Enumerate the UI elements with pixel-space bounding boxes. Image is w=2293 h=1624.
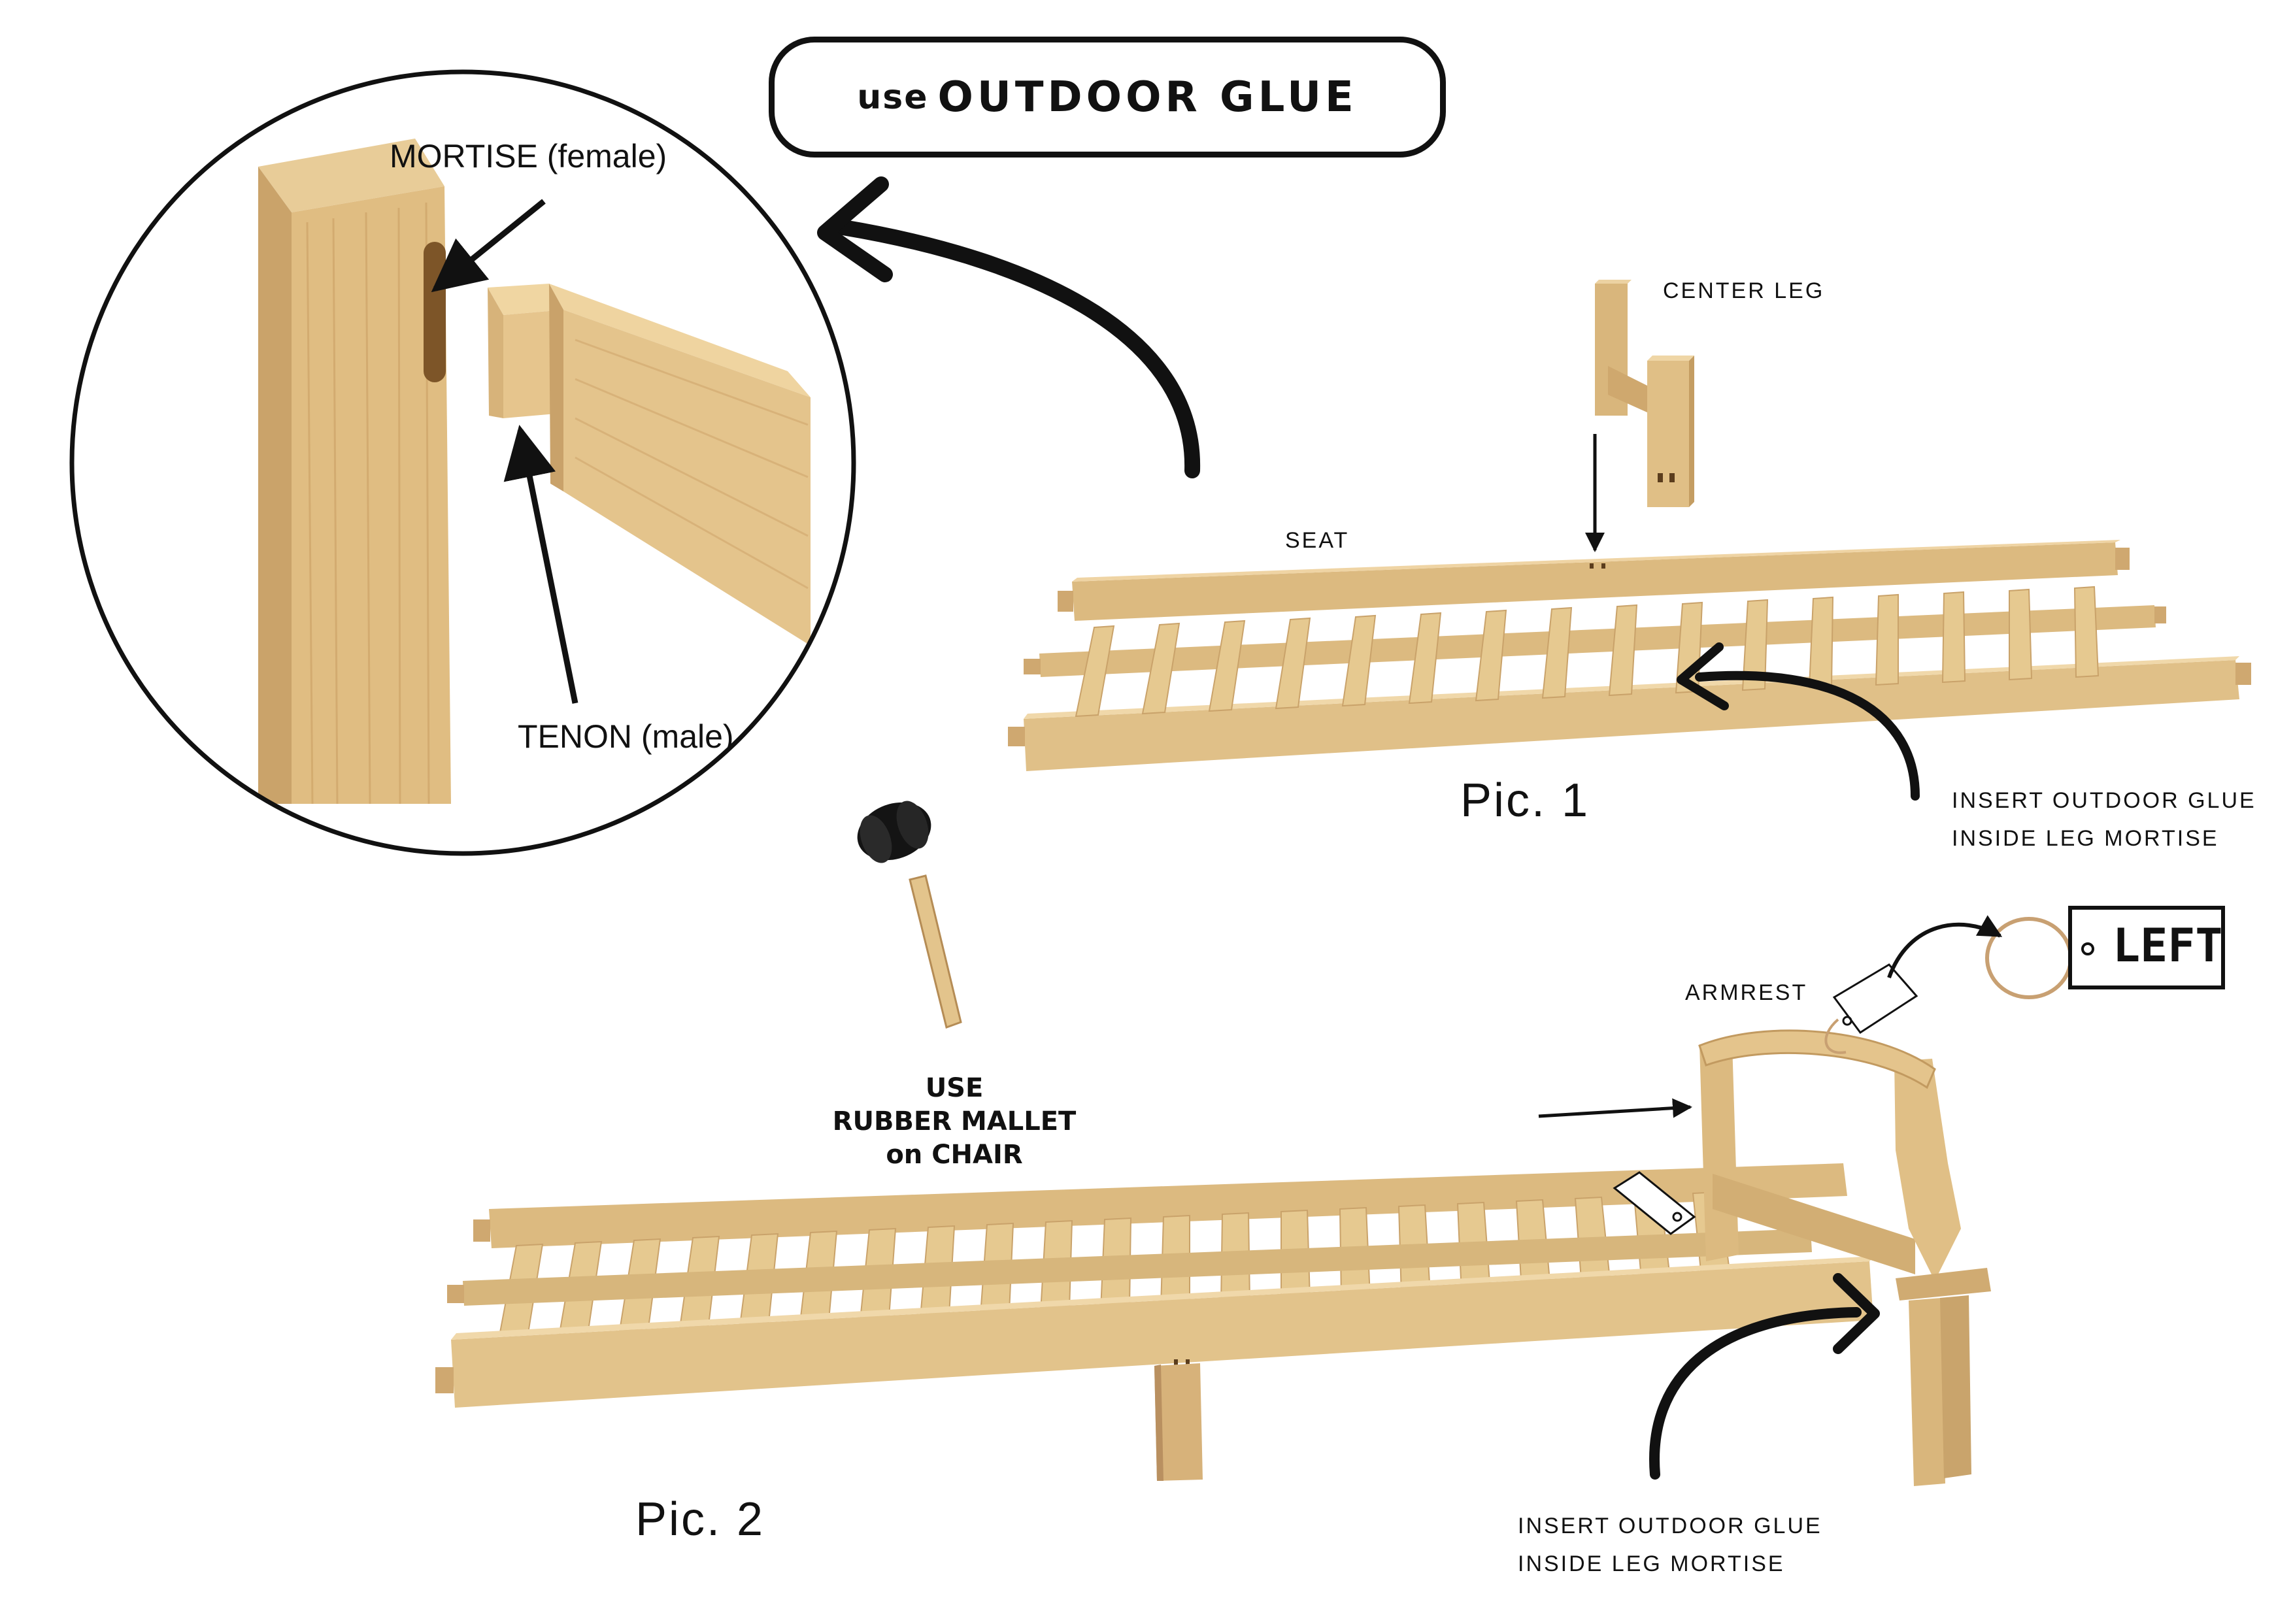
left-tag-label: LEFT [2113, 919, 2223, 972]
rubber-mallet [857, 801, 962, 1029]
left-tag: LEFT [2068, 906, 2225, 989]
joint-detail-circle [69, 69, 856, 856]
pic2-title: Pic. 2 [635, 1493, 765, 1546]
tag-pointer-arrow [1887, 915, 2003, 979]
pic2-glue-arrowhead [1833, 1273, 1880, 1354]
mallet-note-line1: USE [925, 1073, 984, 1103]
glue-detail-arrow [835, 220, 1201, 478]
glue-banner-emphasis: OUTDOOR GLUE [937, 73, 1358, 122]
pic1-glue-arrow [1695, 671, 1920, 801]
rubber-mallet-note: USE RUBBER MALLET on CHAIR [811, 1072, 1098, 1172]
tag-hole-icon [2081, 942, 2094, 955]
pic2-glue-note-line2: INSIDE LEG MORTISE [1518, 1551, 1785, 1576]
mallet-note-line3: on CHAIR [886, 1140, 1023, 1170]
mallet-note-line2: RUBBER MALLET [832, 1106, 1077, 1136]
small-tag [1613, 1171, 1696, 1235]
mortise-arrow [431, 199, 546, 293]
seat-front-rail [1024, 660, 2239, 771]
pic1-title: Pic. 1 [1460, 774, 1590, 827]
pic2-glue-arrow [1649, 1307, 1862, 1480]
mortise-post [258, 139, 451, 804]
outdoor-glue-banner: use OUTDOOR GLUE [769, 37, 1446, 157]
chair-assembly [435, 963, 1991, 1486]
seat-label: SEAT [1285, 528, 1350, 553]
armrest-arrow [1538, 1098, 1692, 1118]
tenon-label: TENON (male) [518, 718, 734, 755]
seat-part [1008, 540, 2251, 771]
mortise-label: MORTISE (female) [390, 138, 667, 174]
armrest-label: ARMREST [1685, 980, 1808, 1005]
pic1-glue-arrowhead [1677, 642, 1729, 710]
joint-detail [69, 69, 856, 856]
armrest-tag [1824, 963, 1918, 1054]
glue-banner-prefix: use [857, 77, 929, 117]
glue-detail-arrowhead [817, 176, 893, 282]
mortise-slot [424, 242, 446, 382]
pic1-glue-note-line2: INSIDE LEG MORTISE [1952, 826, 2219, 851]
tag-cord [1985, 917, 2073, 999]
tenon-board [488, 284, 811, 646]
center-leg-part [1595, 280, 1694, 507]
pic2-glue-note-line1: INSERT OUTDOOR GLUE [1518, 1514, 1822, 1538]
tenon-arrow [503, 425, 578, 704]
seat-back-rail [1072, 542, 2118, 621]
seat-mid-rail [1039, 605, 2156, 677]
center-leg-label: CENTER LEG [1663, 278, 1825, 303]
pic1-glue-note-line1: INSERT OUTDOOR GLUE [1952, 788, 2256, 813]
